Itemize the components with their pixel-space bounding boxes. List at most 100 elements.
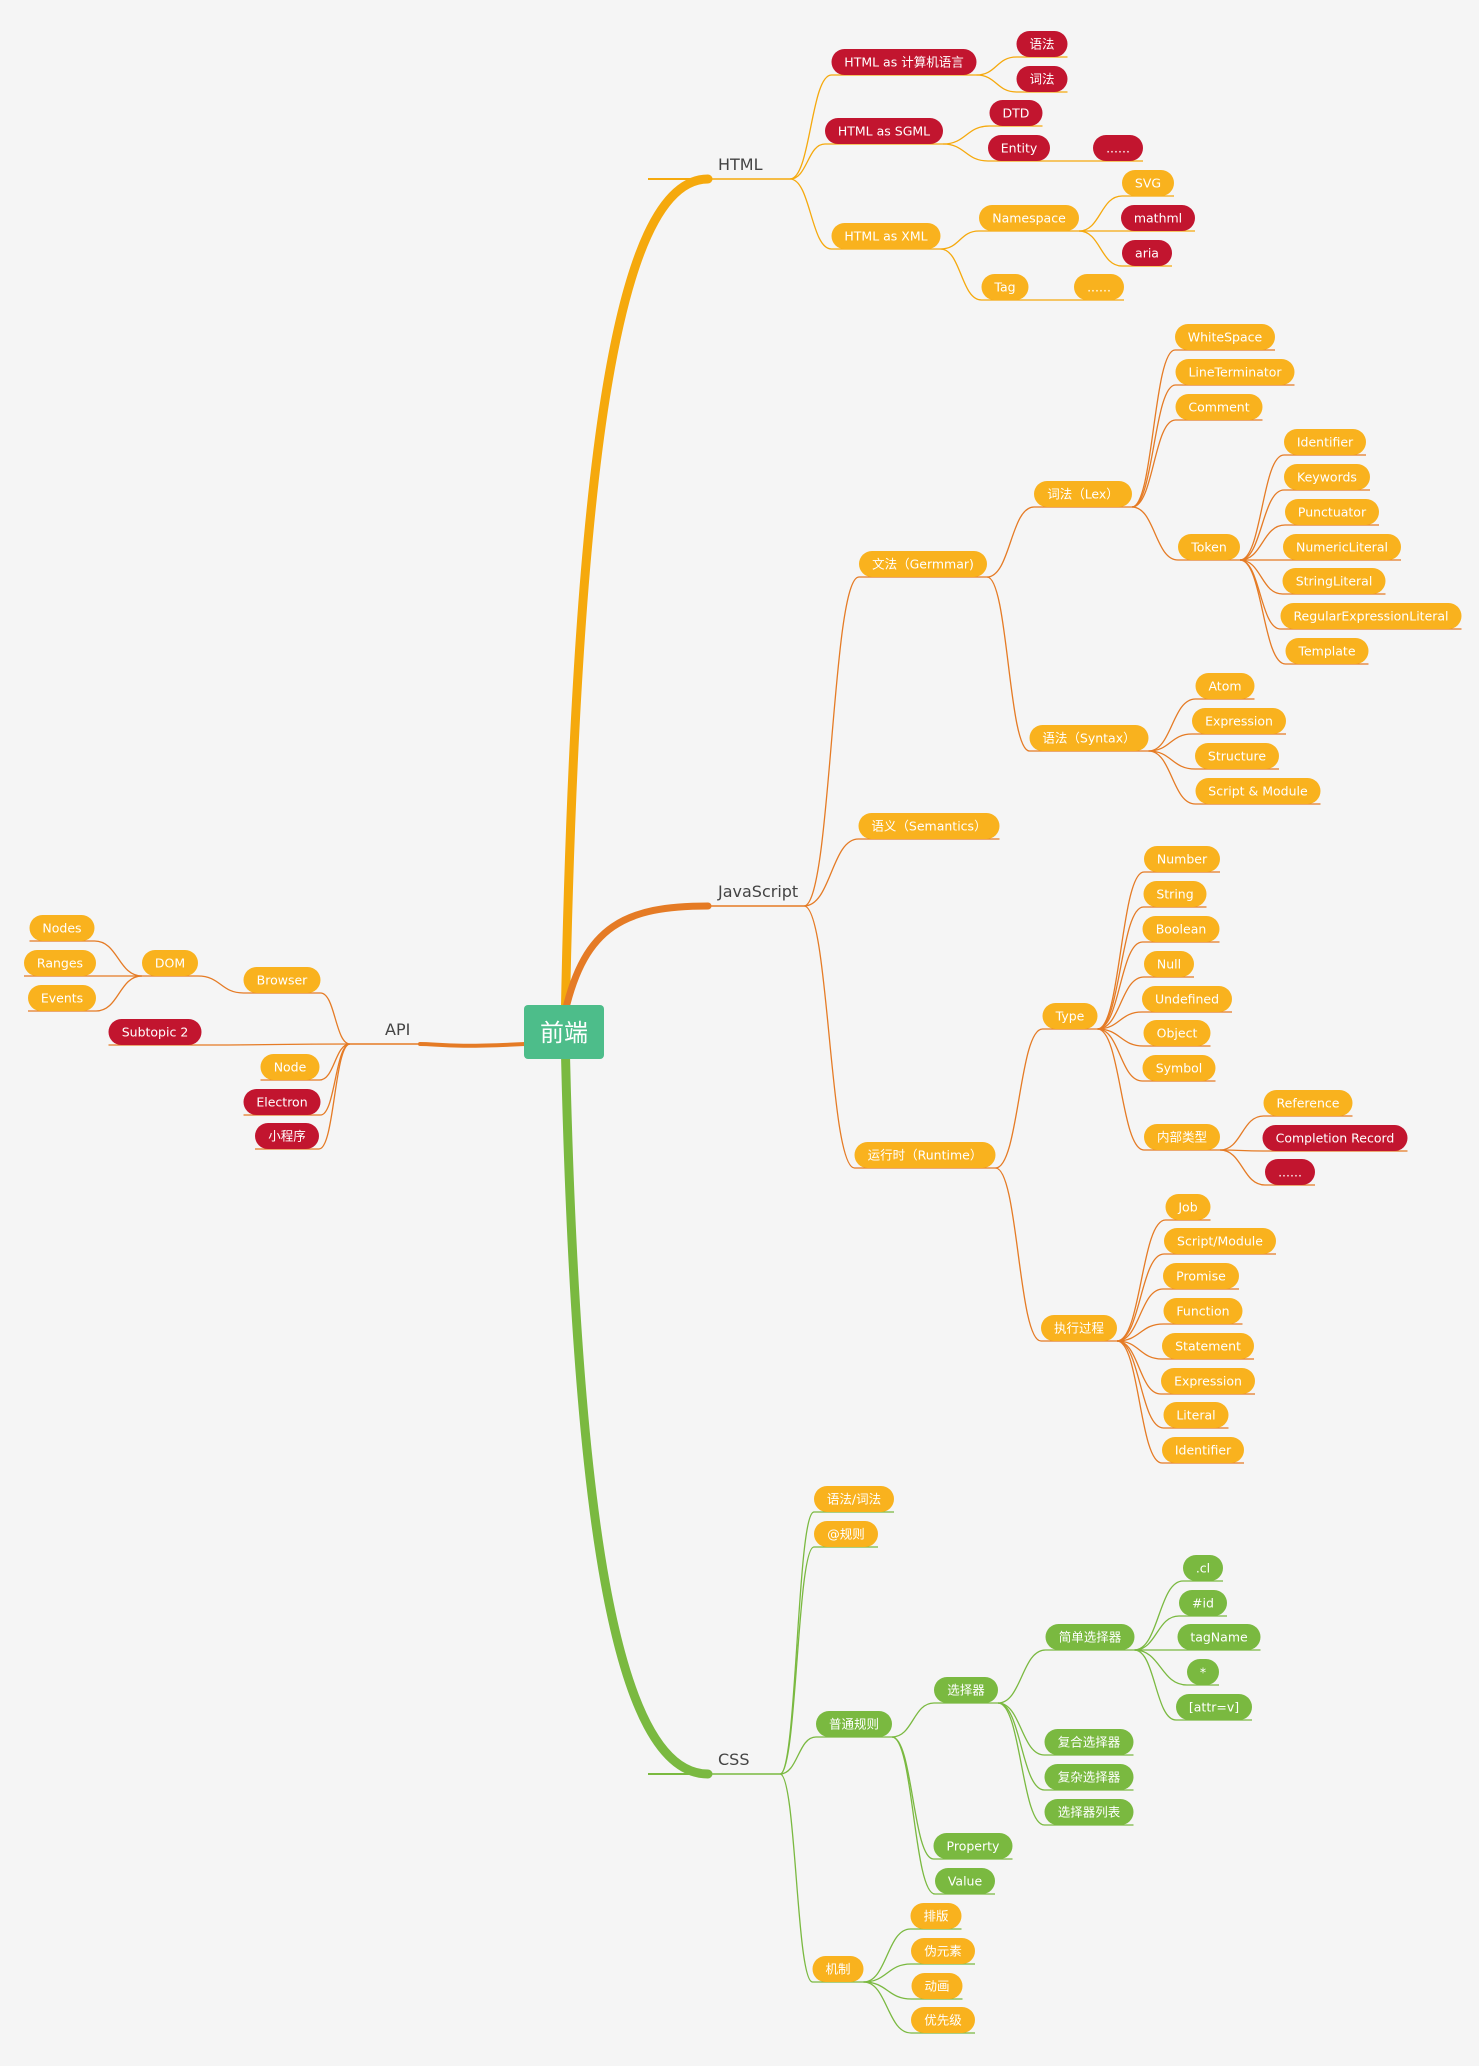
node-exec-promise[interactable]: Promise <box>1163 1263 1239 1289</box>
node-lex-whitespace[interactable]: WhiteSpace <box>1175 324 1275 350</box>
node-pill <box>911 1973 963 1999</box>
node-token-punctuator[interactable]: Punctuator <box>1285 499 1379 525</box>
node-js-semantics[interactable]: 语义（Semantics） <box>858 813 1000 839</box>
node-exec-script[interactable]: Script/Module <box>1164 1228 1276 1254</box>
node-token-string[interactable]: StringLiteral <box>1282 568 1386 594</box>
node-token-regexp[interactable]: RegularExpressionLiteral <box>1280 603 1462 629</box>
node-xml-namespace[interactable]: Namespace <box>979 205 1079 231</box>
node-css-property[interactable]: Property <box>933 1833 1013 1859</box>
node-exec-statement[interactable]: Statement <box>1162 1333 1254 1359</box>
node-token-template[interactable]: Template <box>1285 638 1369 664</box>
node-css-value[interactable]: Value <box>935 1868 995 1894</box>
node-js-syntax[interactable]: 语法（Syntax） <box>1029 725 1149 751</box>
node-html-lang-grammar[interactable]: 语法 <box>1016 31 1068 57</box>
node-simple-class[interactable]: .cl <box>1183 1555 1223 1581</box>
node-ns-mathml[interactable]: mathml <box>1121 205 1195 231</box>
node-syntax-atom[interactable]: Atom <box>1195 673 1255 699</box>
javascript-branch-label[interactable]: JavaScript <box>717 882 798 901</box>
node-browser-dom[interactable]: DOM <box>142 950 198 976</box>
node-html-lang-lexicon[interactable]: 词法 <box>1016 66 1068 92</box>
node-token-keywords[interactable]: Keywords <box>1284 464 1370 490</box>
node-token-numeric[interactable]: NumericLiteral <box>1283 534 1401 560</box>
node-css-selector[interactable]: 选择器 <box>934 1677 998 1703</box>
node-css-syntax[interactable]: 语法/词法 <box>814 1486 894 1512</box>
node-api-subtopic2[interactable]: Subtopic 2 <box>108 1019 202 1045</box>
node-xml-tag[interactable]: Tag <box>981 274 1029 300</box>
node-simple-tag[interactable]: tagName <box>1177 1624 1261 1650</box>
node-js-grammar[interactable]: 文法（Germmar) <box>859 551 987 577</box>
node-sel-complex[interactable]: 复杂选择器 <box>1044 1764 1134 1790</box>
node-pill <box>1284 429 1366 455</box>
node-label: Atom <box>1208 679 1241 694</box>
node-mech-layout[interactable]: 排版 <box>910 1903 962 1929</box>
node-sel-list[interactable]: 选择器列表 <box>1044 1799 1134 1825</box>
node-js-runtime[interactable]: 运行时（Runtime） <box>854 1142 996 1168</box>
node-ns-aria[interactable]: aria <box>1122 240 1172 266</box>
node-internal-completion[interactable]: Completion Record <box>1262 1125 1408 1151</box>
node-css-normal-rules[interactable]: 普通规则 <box>816 1711 892 1737</box>
css-branch-label[interactable]: CSS <box>718 1750 749 1769</box>
node-label: Reference <box>1277 1096 1340 1111</box>
node-js-lex[interactable]: 词法（Lex） <box>1034 481 1132 507</box>
node-type-internal[interactable]: 内部类型 <box>1144 1124 1220 1150</box>
node-sgml-entity-more[interactable]: ...... <box>1093 135 1143 161</box>
node-internal-more[interactable]: ...... <box>1265 1159 1315 1185</box>
node-xml-tag-more[interactable]: ...... <box>1074 274 1124 300</box>
node-sel-compound[interactable]: 复合选择器 <box>1044 1729 1134 1755</box>
api-branch-label[interactable]: API <box>385 1020 410 1039</box>
node-type-null[interactable]: Null <box>1144 951 1194 977</box>
node-type-string[interactable]: String <box>1143 881 1207 907</box>
node-html-sgml[interactable]: HTML as SGML <box>825 118 943 144</box>
node-label: Structure <box>1208 749 1266 764</box>
node-token-identifier[interactable]: Identifier <box>1284 429 1366 455</box>
node-mech-pseudo[interactable]: 伪元素 <box>911 1938 975 1964</box>
node-sel-simple[interactable]: 简单选择器 <box>1045 1624 1135 1650</box>
node-simple-id[interactable]: #id <box>1179 1590 1227 1616</box>
node-sgml-dtd[interactable]: DTD <box>989 100 1043 126</box>
node-lex-lineterminator[interactable]: LineTerminator <box>1175 359 1295 385</box>
node-lex-token[interactable]: Token <box>1178 534 1240 560</box>
node-type-boolean[interactable]: Boolean <box>1142 916 1220 942</box>
node-html-xml[interactable]: HTML as XML <box>831 223 941 249</box>
node-api-browser[interactable]: Browser <box>243 967 321 993</box>
root-node[interactable]: 前端 <box>524 1005 604 1059</box>
node-dom-ranges[interactable]: Ranges <box>24 950 96 976</box>
node-internal-reference[interactable]: Reference <box>1263 1090 1353 1116</box>
node-syntax-structure[interactable]: Structure <box>1195 743 1279 769</box>
node-exec-job[interactable]: Job <box>1165 1194 1211 1220</box>
node-exec-identifier[interactable]: Identifier <box>1162 1437 1244 1463</box>
node-ns-svg[interactable]: SVG <box>1122 170 1174 196</box>
node-dom-nodes[interactable]: Nodes <box>29 915 95 941</box>
connector-html-lang <box>789 74 832 180</box>
node-rt-execution[interactable]: 执行过程 <box>1041 1315 1117 1341</box>
node-api-node[interactable]: Node <box>260 1054 320 1080</box>
node-syntax-expression[interactable]: Expression <box>1192 708 1286 734</box>
node-sgml-entity[interactable]: Entity <box>988 135 1050 161</box>
node-exec-expression[interactable]: Expression <box>1161 1368 1255 1394</box>
node-css-at-rules[interactable]: @规则 <box>814 1521 878 1547</box>
node-type-symbol[interactable]: Symbol <box>1142 1055 1216 1081</box>
html-branch-label[interactable]: HTML <box>718 155 763 174</box>
connector-sel-list <box>997 1702 1045 1826</box>
node-label: 排版 <box>923 1909 949 1924</box>
node-dom-events[interactable]: Events <box>28 985 96 1011</box>
node-label: 语法 <box>1029 37 1054 52</box>
node-type-undefined[interactable]: Undefined <box>1142 986 1232 1012</box>
node-pill <box>1016 66 1068 92</box>
node-exec-literal[interactable]: Literal <box>1163 1402 1229 1428</box>
node-css-mechanism[interactable]: 机制 <box>812 1956 864 1982</box>
node-lex-comment[interactable]: Comment <box>1175 394 1263 420</box>
node-exec-function[interactable]: Function <box>1163 1298 1243 1324</box>
node-simple-star[interactable]: * <box>1187 1659 1219 1685</box>
node-api-electron[interactable]: Electron <box>243 1089 321 1115</box>
node-api-miniprogram[interactable]: 小程序 <box>255 1123 319 1149</box>
node-html-lang[interactable]: HTML as 计算机语言 <box>831 49 977 75</box>
node-syntax-script[interactable]: Script & Module <box>1195 778 1321 804</box>
node-type-number[interactable]: Number <box>1144 846 1220 872</box>
node-rt-type[interactable]: Type <box>1042 1003 1098 1029</box>
node-mech-animation[interactable]: 动画 <box>911 1973 963 1999</box>
node-simple-attr[interactable]: [attr=v] <box>1176 1694 1252 1720</box>
node-pill <box>1034 481 1132 507</box>
node-mech-priority[interactable]: 优先级 <box>911 2007 975 2033</box>
node-type-object[interactable]: Object <box>1143 1020 1211 1046</box>
